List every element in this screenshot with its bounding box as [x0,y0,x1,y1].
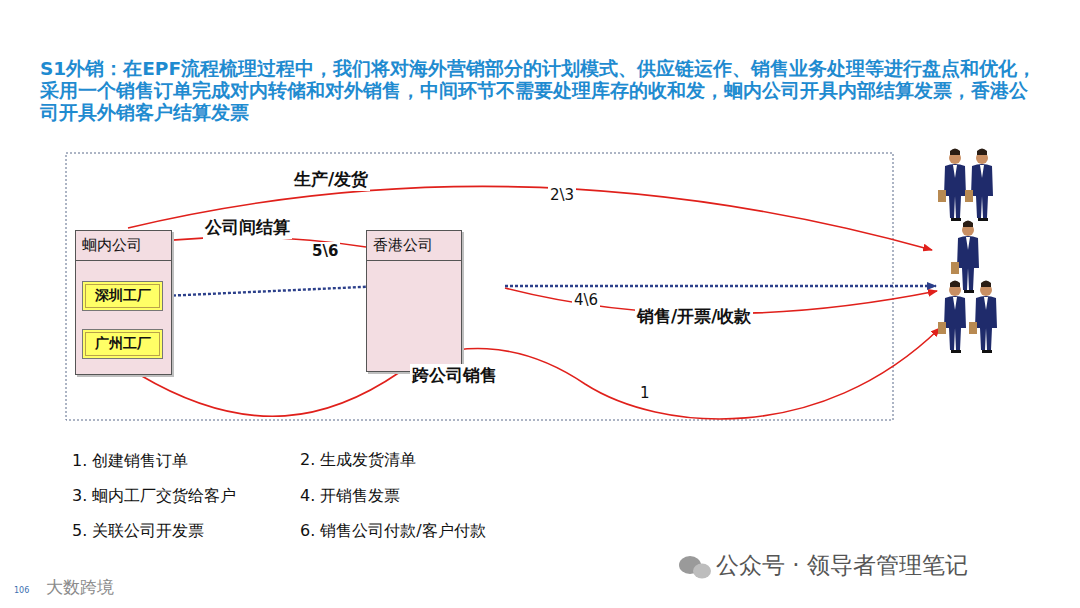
watermark: 大数跨境 [46,576,114,599]
step-item: 3. 蛔内工厂交货给客户 [72,486,236,507]
title: S1外销：在EPF流程梳理过程中，我们将对海外营销部分的计划模式、供应链运作、销… [40,58,1045,124]
node-text: 广州工厂 [89,335,157,353]
step-item: 4. 开销售发票 [300,486,400,507]
customer-figures [938,149,997,354]
wechat-icon [679,556,711,579]
factory-box: 深圳工厂 [82,281,163,311]
system-boundary [66,153,893,420]
flow-curve [128,186,932,250]
connector [163,287,366,296]
factory-box: 广州工厂 [82,329,163,359]
flow-label: 生产/发货 [292,168,370,191]
watermark: 106 [14,586,29,595]
company-box: 蛔内公司深圳工厂广州工厂 [75,230,172,375]
step-item: 6. 销售公司付款/客户付款 [300,521,486,542]
node-text: 香港公司 [367,231,461,261]
node-text: 深圳工厂 [89,287,157,305]
step-item: 2. 生成发货清单 [300,450,416,471]
flow-label: 2\3 [548,186,576,204]
flow-label: 5\6 [310,242,340,260]
flow-label: 4\6 [572,291,600,309]
dotted-flow [505,285,936,287]
flow-label: 销售/开票/收款 [635,305,753,328]
flow-curve [140,328,940,419]
flow-label: 跨公司销售 [410,364,499,387]
step-item: 5. 关联公司开发票 [72,521,204,542]
step-item: 1. 创建销售订单 [72,451,188,472]
watermark: 公众号 · 领导者管理笔记 [716,550,968,581]
company-box: 香港公司 [366,230,462,372]
edge-label: 公司间结算 [203,216,292,239]
node-text: 蛔内公司 [76,231,171,261]
flow-label: 1 [638,384,652,402]
